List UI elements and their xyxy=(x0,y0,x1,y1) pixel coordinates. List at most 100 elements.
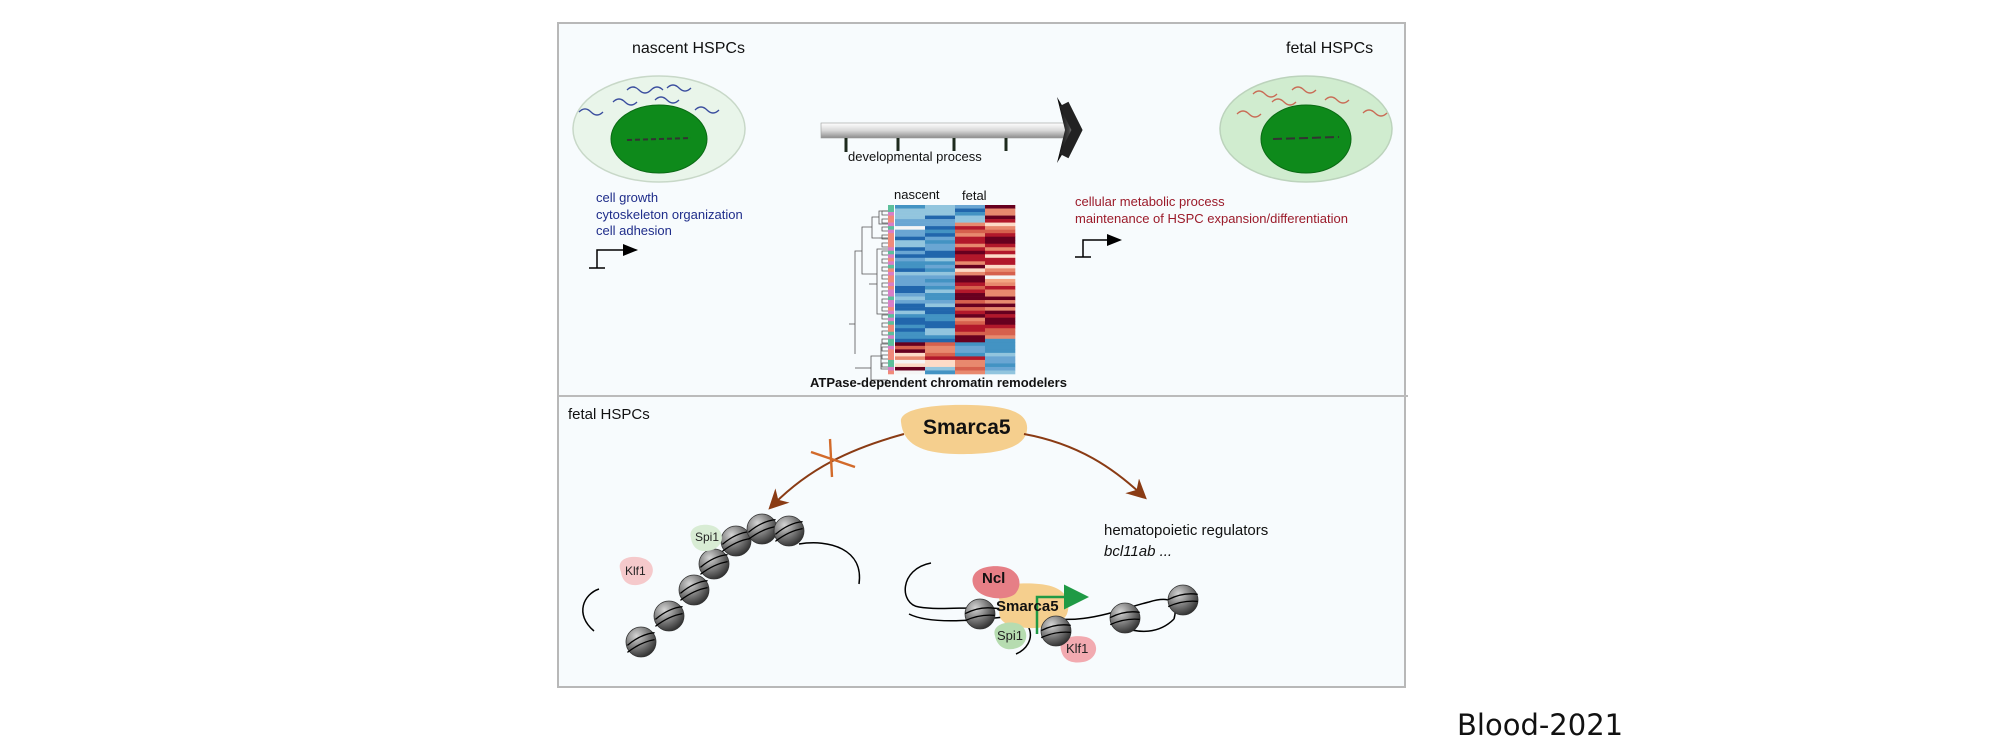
heatmap-cell xyxy=(955,366,986,371)
heatmap-cell xyxy=(895,363,926,368)
heatmap-cell xyxy=(955,250,986,255)
heatmap-cell xyxy=(955,317,986,322)
heatmap-cell xyxy=(955,321,986,326)
chromatin-strand xyxy=(626,137,692,141)
heatmap-cell xyxy=(925,300,956,304)
heatmap-cell xyxy=(955,331,986,336)
heatmap-cell xyxy=(955,233,986,237)
heatmap-cell xyxy=(985,314,1016,318)
heatmap-cell xyxy=(955,324,986,329)
nascent-go-terms: cell growth cytoskeleton organization ce… xyxy=(596,190,743,240)
developmental-arrow xyxy=(820,97,1083,163)
figure-frame: nascent HSPCs fetal HSPCs developmental … xyxy=(557,22,1408,688)
row-annotation-cell xyxy=(888,324,894,329)
heatmap-cell xyxy=(955,205,986,209)
heatmap-cell xyxy=(985,268,1016,273)
row-annotation-cell xyxy=(888,212,894,216)
heatmap-cell xyxy=(985,310,1016,315)
heatmap-cell xyxy=(925,243,956,248)
spi1-bound-blob xyxy=(994,622,1027,650)
heatmap-cell xyxy=(895,338,926,343)
row-annotation-cell xyxy=(888,321,894,326)
heatmap xyxy=(895,205,1016,375)
heatmap-cell xyxy=(955,215,986,220)
row-annotation-cell xyxy=(888,271,894,276)
heatmap-cell xyxy=(925,328,956,333)
heatmap-cell xyxy=(925,254,956,259)
row-annotation-cell xyxy=(888,331,894,336)
compact-chromatin xyxy=(582,513,861,658)
heatmap-cell xyxy=(925,366,956,371)
klf1-bound-blob xyxy=(1060,636,1097,663)
row-annotation-cell xyxy=(888,356,894,361)
row-annotation-cell xyxy=(888,328,894,333)
heatmap-cell xyxy=(955,342,986,347)
heatmap-cell xyxy=(955,268,986,273)
heatmap-cell xyxy=(925,285,956,290)
heatmap-cell xyxy=(895,219,926,223)
klf1-bound-label: Klf1 xyxy=(1066,641,1089,656)
heatmap-cell xyxy=(895,335,926,340)
heatmap-cell xyxy=(895,317,926,322)
spi1-bound-label: Spi1 xyxy=(997,628,1024,643)
heatmap-cell xyxy=(985,289,1016,294)
target-genes: bcl11ab ... xyxy=(1104,543,1173,560)
row-annotation-cell xyxy=(888,296,894,301)
heatmap-cell xyxy=(895,285,926,290)
row-annotation-cell xyxy=(888,247,894,252)
heatmap-cell xyxy=(955,338,986,343)
heatmap-cell xyxy=(925,356,956,361)
row-annotation-cell xyxy=(888,226,894,230)
row-annotation-cell xyxy=(888,219,894,223)
row-annotation-cell xyxy=(888,222,894,227)
row-annotation-cell xyxy=(888,345,894,350)
row-annotation-cell xyxy=(888,349,894,354)
arrow-ticks xyxy=(844,138,1008,152)
nucleosome-icon xyxy=(1167,584,1199,616)
heatmap-cell xyxy=(955,359,986,364)
row-annotation-cell xyxy=(888,282,894,287)
heatmap-cell xyxy=(985,233,1016,237)
heatmap-cell xyxy=(895,303,926,308)
row-annotation-cell xyxy=(888,243,894,248)
row-annotation-cell xyxy=(888,342,894,347)
heatmap-cell xyxy=(895,282,926,287)
heatmap-caption: ATPase-dependent chromatin remodelers xyxy=(810,375,1067,390)
bottom-panel-label: fetal HSPCs xyxy=(568,406,650,423)
heatmap-cell xyxy=(925,352,956,357)
nascent-hspc-label: nascent HSPCs xyxy=(632,40,745,57)
graphical-abstract xyxy=(559,75,1408,663)
heatmap-cell xyxy=(955,243,986,248)
heatmap-cell xyxy=(985,293,1016,297)
row-annotation-cell xyxy=(888,307,894,311)
heatmap-cell xyxy=(985,370,1016,375)
row-annotation-cell xyxy=(888,240,894,245)
spi1-label: Spi1 xyxy=(695,530,720,544)
heatmap-cell xyxy=(955,247,986,252)
nucleosome-icon xyxy=(720,525,752,557)
heatmap-cell xyxy=(985,250,1016,255)
heatmap-cell xyxy=(895,271,926,276)
heatmap-cell xyxy=(985,359,1016,364)
heatmap-cell xyxy=(895,233,926,237)
heatmap-cell xyxy=(925,331,956,336)
row-annotation-cell xyxy=(888,215,894,220)
heatmap-cell xyxy=(895,289,926,294)
row-annotation-cell xyxy=(888,254,894,259)
heatmap-cell xyxy=(895,250,926,255)
activation-arrow-icon xyxy=(1035,584,1089,634)
heatmap-cell xyxy=(955,285,986,290)
row-annotation-cell xyxy=(888,261,894,266)
heatmap-cell xyxy=(925,222,956,227)
heatmap-cell xyxy=(985,229,1016,234)
heatmap-cell xyxy=(925,303,956,308)
heatmap-cell xyxy=(895,247,926,252)
heatmap-col-label-nascent: nascent xyxy=(894,187,940,202)
heatmap-cell xyxy=(895,310,926,315)
inhibition-cross-icon xyxy=(810,438,856,478)
heatmap-cell xyxy=(985,243,1016,248)
heatmap-cell xyxy=(925,321,956,326)
heatmap-cell xyxy=(925,335,956,340)
heatmap-cell xyxy=(895,261,926,266)
heatmap-cell xyxy=(895,226,926,230)
